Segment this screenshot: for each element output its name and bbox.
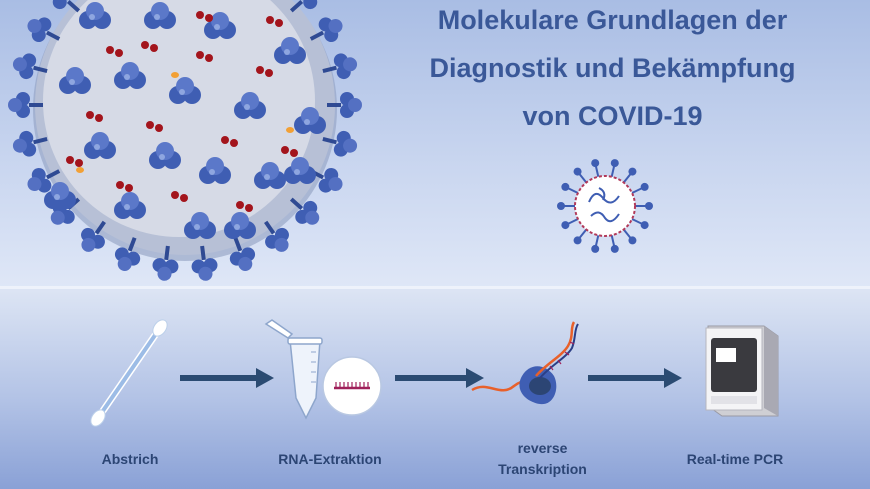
- title-line-3: von COVID-19: [522, 101, 703, 131]
- arrow-1: [180, 368, 274, 388]
- title-line-2: Diagnostik und Bekämpfung: [429, 53, 796, 83]
- step-label-rna-extraction: RNA-Extraktion: [278, 451, 382, 467]
- pcr-machine-icon: [705, 325, 779, 417]
- step-label-reverse-transcription: reverse Transkription: [498, 440, 587, 477]
- arrow-3: [588, 368, 682, 388]
- title-line-1: Molekulare Grundlagen der: [437, 5, 788, 35]
- step-label-pcr: Real-time PCR: [686, 451, 784, 467]
- page-title: Molekulare Grundlagen der Diagnostik und…: [380, 0, 845, 144]
- enzyme-icon: [471, 321, 579, 405]
- swab-icon: [90, 319, 168, 427]
- tube-icon: [264, 319, 382, 420]
- panel-divider: [0, 286, 870, 289]
- step-label-swab: Abstrich: [101, 451, 159, 467]
- arrow-2: [395, 368, 484, 388]
